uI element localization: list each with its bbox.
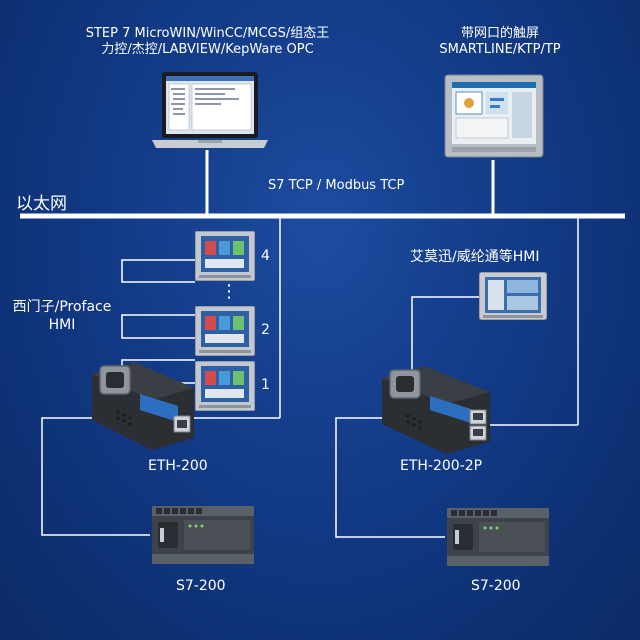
hmi-number-1: 1 <box>261 377 270 393</box>
protocol-label: S7 TCP / Modbus TCP <box>268 178 404 194</box>
software-label: STEP 7 MicroWIN/WinCC/MCGS/组态王 力控/杰控/LAB… <box>70 26 345 58</box>
hmi-panel-2 <box>195 306 255 356</box>
right-adapter-label: ETH-200-2P <box>400 458 482 474</box>
touchscreen-label: 带网口的触屏 SMARTLINE/KTP/TP <box>410 26 590 58</box>
eth-200-adapter-image <box>82 358 200 454</box>
laptop-image <box>148 70 272 154</box>
left-hmi-label: 西门子/Proface HMI <box>4 298 120 334</box>
hmi-ellipsis: ⋮ <box>220 282 238 302</box>
hmi-number-2: 2 <box>261 322 270 338</box>
right-s7-200-plc-image <box>445 502 551 568</box>
left-hmi-label-line2: HMI <box>4 316 120 334</box>
eth-200-2p-adapter-image <box>374 362 498 458</box>
left-hmi-label-line1: 西门子/Proface <box>4 298 120 316</box>
hmi-number-4: 4 <box>261 248 270 264</box>
software-label-line1: STEP 7 MicroWIN/WinCC/MCGS/组态王 <box>70 26 345 42</box>
touchscreen-label-line2: SMARTLINE/KTP/TP <box>410 42 590 58</box>
software-label-line2: 力控/杰控/LABVIEW/KepWare OPC <box>70 42 345 58</box>
touchscreen-image <box>444 74 544 158</box>
ethernet-label: 以太网 <box>16 194 67 214</box>
touchscreen-label-line1: 带网口的触屏 <box>410 26 590 42</box>
hmi-panel-4 <box>195 231 255 281</box>
left-adapter-label: ETH-200 <box>148 458 208 474</box>
right-hmi-label: 艾莫迅/威纶通等HMI <box>410 249 539 265</box>
right-plc-label: S7-200 <box>471 578 521 594</box>
right-hmi-image <box>479 272 547 320</box>
left-s7-200-plc-image <box>150 500 256 566</box>
hmi-panel-1 <box>195 361 255 411</box>
left-plc-label: S7-200 <box>176 578 226 594</box>
